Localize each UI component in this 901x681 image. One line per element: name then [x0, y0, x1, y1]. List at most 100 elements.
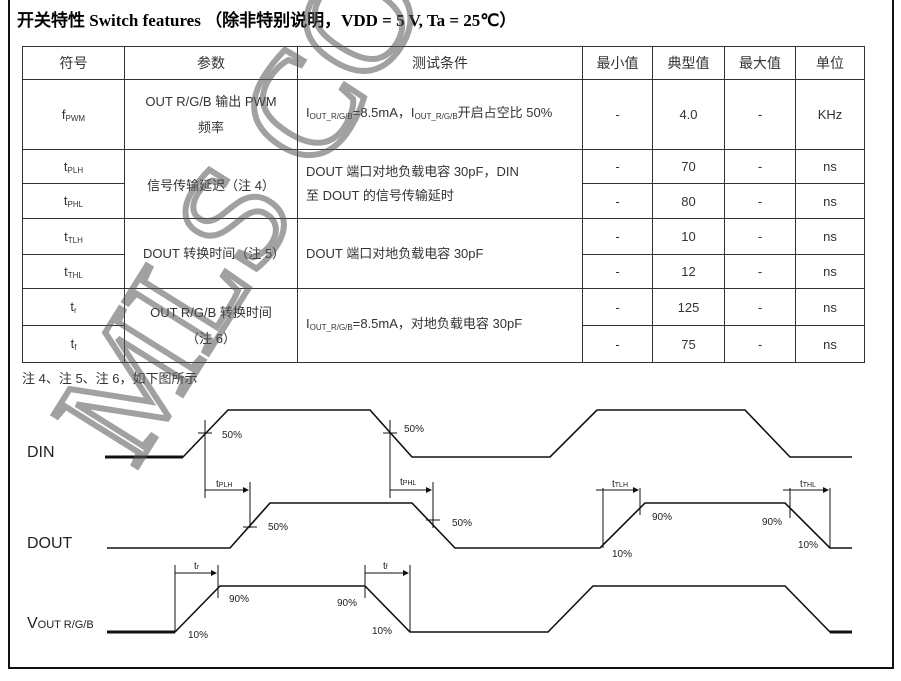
label-ttlh: tTLH	[612, 479, 628, 490]
label-10: 10%	[188, 630, 208, 641]
symbol-sub: PWM	[65, 113, 86, 123]
label-90: 90%	[762, 517, 782, 528]
annotation-labels: 50% 50% 50% 50% 90% 90% 90% 90% 10% 10% …	[188, 424, 818, 641]
label-50: 50%	[268, 522, 288, 533]
label-tphl: tPHL	[400, 477, 417, 488]
label-tf: tf	[383, 561, 388, 572]
table-row: tf - 75 - ns	[22, 325, 865, 363]
header-typ: 典型值	[652, 46, 725, 80]
label-90: 90%	[337, 598, 357, 609]
symbol-sub: f	[74, 343, 77, 352]
cond-text: I	[306, 315, 310, 331]
sub: PHL	[403, 480, 417, 487]
max-cell: -	[724, 254, 796, 289]
max-cell: -	[724, 288, 796, 326]
vout-main: V	[27, 615, 38, 632]
table-row: tr OUT R/G/B 转换时间（注 6） IOUT_R/G/B=8.5mA，…	[22, 288, 865, 363]
symbol: t	[64, 263, 68, 279]
t: t	[194, 561, 197, 572]
condition-cell: DOUT 端口对地负载电容 30pF，DIN 至 DOUT 的信号传输延时	[297, 149, 583, 219]
symbol: t	[70, 299, 74, 314]
signal-label-din: DIN	[27, 444, 55, 461]
typ-cell: 70	[652, 149, 725, 184]
label-10: 10%	[372, 626, 392, 637]
table-header-row: 符号 参数 测试条件 最小值 典型值 最大值 单位	[22, 46, 865, 80]
cond-sub: OUT_R/G/B	[309, 322, 353, 332]
label-50: 50%	[452, 518, 472, 529]
watermark: MLS CO.	[22, 0, 476, 487]
label-tthl: tTHL	[800, 479, 816, 490]
min-cell: -	[582, 288, 653, 326]
symbol-cell: fPWM	[22, 79, 125, 150]
header-parameter: 参数	[124, 46, 298, 80]
t: t	[612, 479, 615, 490]
typ-cell: 75	[652, 325, 725, 363]
max-cell: -	[724, 149, 796, 184]
cond-text: 开启占空比 50%	[457, 104, 553, 120]
min-cell: -	[582, 79, 653, 150]
label-10: 10%	[798, 540, 818, 551]
t: t	[800, 479, 803, 490]
typ-cell: 125	[652, 288, 725, 326]
cond-text: =8.5mA，I	[352, 104, 415, 120]
table-row: tPLH 信号传输延迟（注 4） DOUT 端口对地负载电容 30pF，DIN …	[22, 149, 865, 219]
header-min: 最小值	[582, 46, 653, 80]
sub: f	[386, 564, 388, 571]
annotation-lines	[174, 420, 830, 632]
min-cell: -	[582, 218, 653, 255]
page-frame	[8, 0, 894, 669]
symbol-sub: PHL	[67, 200, 84, 209]
vout-waveform	[107, 585, 852, 633]
table-row: fPWM OUT R/G/B 输出 PWM 频率 IOUT_R/G/B=8.5m…	[22, 79, 865, 150]
t: t	[216, 479, 219, 490]
symbol: f	[61, 106, 66, 122]
t: t	[383, 561, 386, 572]
unit-cell: ns	[795, 218, 865, 255]
min-cell: -	[582, 325, 653, 363]
label-90: 90%	[229, 594, 249, 605]
header-condition: 测试条件	[297, 46, 583, 80]
unit-cell: ns	[795, 149, 865, 184]
label-tplh: tPLH	[216, 479, 232, 490]
unit-cell: KHz	[795, 79, 865, 150]
cond-sub: OUT_R/G/B	[414, 111, 458, 121]
symbol-sub: TLH	[67, 235, 83, 245]
signal-label-dout: DOUT	[27, 535, 73, 552]
header-symbol: 符号	[22, 46, 125, 80]
max-cell: -	[724, 79, 796, 150]
param-cell: 信号传输延迟（注 4）	[124, 149, 298, 219]
symbol-cell: tTHL	[22, 254, 125, 289]
param-cell: DOUT 转换时间（注 5）	[124, 218, 298, 289]
symbol-sub: PLH	[67, 165, 84, 175]
sub: r	[197, 564, 200, 571]
cond-text: I	[306, 104, 310, 120]
param-cell: OUT R/G/B 转换时间（注 6）	[124, 288, 298, 363]
condition-cell: IOUT_R/G/B=8.5mA，IOUT_R/G/B开启占空比 50%	[297, 79, 583, 150]
symbol-sub: THL	[67, 270, 83, 280]
label-tr: tr	[194, 561, 200, 572]
symbol: t	[63, 158, 68, 174]
table-row: tTLH DOUT 转换时间（注 5） DOUT 端口对地负载电容 30pF -…	[22, 218, 865, 289]
cond-sub: OUT_R/G/B	[309, 111, 353, 121]
switch-features-table: 符号 参数 测试条件 最小值 典型值 最大值 单位 fPWM OUT R/G/B…	[22, 46, 865, 363]
dout-waveform	[107, 502, 852, 549]
label-50: 50%	[404, 424, 424, 435]
label-50: 50%	[222, 430, 242, 441]
note-text: 注 4、注 5、注 6，如下图所示	[22, 371, 198, 386]
condition-cell: IOUT_R/G/B=8.5mA，对地负载电容 30pF	[297, 288, 583, 363]
sub: TLH	[615, 482, 628, 489]
symbol-cell: tf	[22, 325, 125, 363]
symbol: t	[70, 336, 75, 351]
min-cell: -	[582, 149, 653, 184]
unit-cell: ns	[795, 325, 865, 363]
signal-label-vout: VOUT R/G/B	[27, 615, 94, 632]
symbol-sub: r	[73, 306, 77, 315]
din-waveform	[105, 409, 852, 458]
symbol-cell: tPHL	[22, 183, 125, 219]
symbol: t	[63, 193, 68, 208]
label-10: 10%	[612, 549, 632, 560]
max-cell: -	[724, 325, 796, 363]
section-title: 开关特性 Switch features （除非特别说明，VDD = 5 V, …	[17, 11, 517, 30]
t: t	[400, 477, 403, 488]
